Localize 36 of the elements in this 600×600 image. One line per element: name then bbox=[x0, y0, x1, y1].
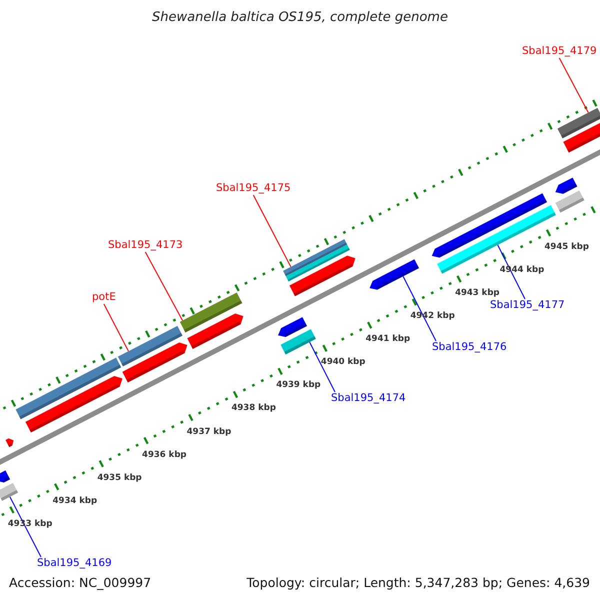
gene-block bbox=[370, 259, 419, 290]
tick-label: 4936 kbp bbox=[142, 450, 186, 460]
leader-line bbox=[103, 304, 129, 352]
accession-text: Accession: NC_009997 bbox=[9, 575, 152, 590]
diagram-title: Shewanella baltica OS195, complete genome bbox=[151, 10, 449, 25]
genome-info-text: Topology: circular; Length: 5,347,283 bp; Genes: 4,639 bbox=[246, 575, 590, 590]
tick-label: 4934 kbp bbox=[52, 496, 98, 506]
leader-line bbox=[558, 58, 589, 114]
leader-line bbox=[309, 342, 336, 392]
leader-line bbox=[9, 496, 42, 558]
gene-bar bbox=[280, 329, 316, 354]
tick-label: 4939 kbp bbox=[276, 380, 321, 390]
gene-bar bbox=[283, 239, 348, 276]
leader-line bbox=[144, 252, 184, 321]
gene-label: Sbal195_4174 bbox=[331, 392, 406, 405]
tick-label: 4940 kbp bbox=[320, 357, 366, 368]
gene-bar bbox=[118, 326, 182, 366]
tick-label: 4943 kbp bbox=[455, 288, 500, 298]
leader-line bbox=[497, 244, 526, 300]
tick-label: 4938 kbp bbox=[231, 403, 276, 414]
gene-bar bbox=[557, 108, 600, 138]
gene-label: Sbal195_4176 bbox=[432, 341, 507, 354]
gene-label: Sbal195_4175 bbox=[216, 182, 291, 195]
gene-label: potE bbox=[92, 291, 116, 304]
tick-label: 4935 kbp bbox=[97, 472, 142, 483]
gene-label: Sbal195_4179 bbox=[522, 45, 597, 58]
gene-label: Sbal195_4177 bbox=[490, 299, 565, 312]
gene-label: Sbal195_4169 bbox=[37, 557, 112, 570]
gene-bar bbox=[0, 482, 18, 501]
gene-bar bbox=[180, 292, 242, 333]
tick-label: 4937 kbp bbox=[186, 426, 232, 437]
leader-line bbox=[252, 194, 292, 268]
tick-label: 4941 kbp bbox=[366, 334, 410, 344]
gene-label: Sbal195_4173 bbox=[108, 239, 183, 252]
tick-label: 4945 kbp bbox=[544, 242, 589, 252]
leader-line bbox=[402, 276, 436, 342]
